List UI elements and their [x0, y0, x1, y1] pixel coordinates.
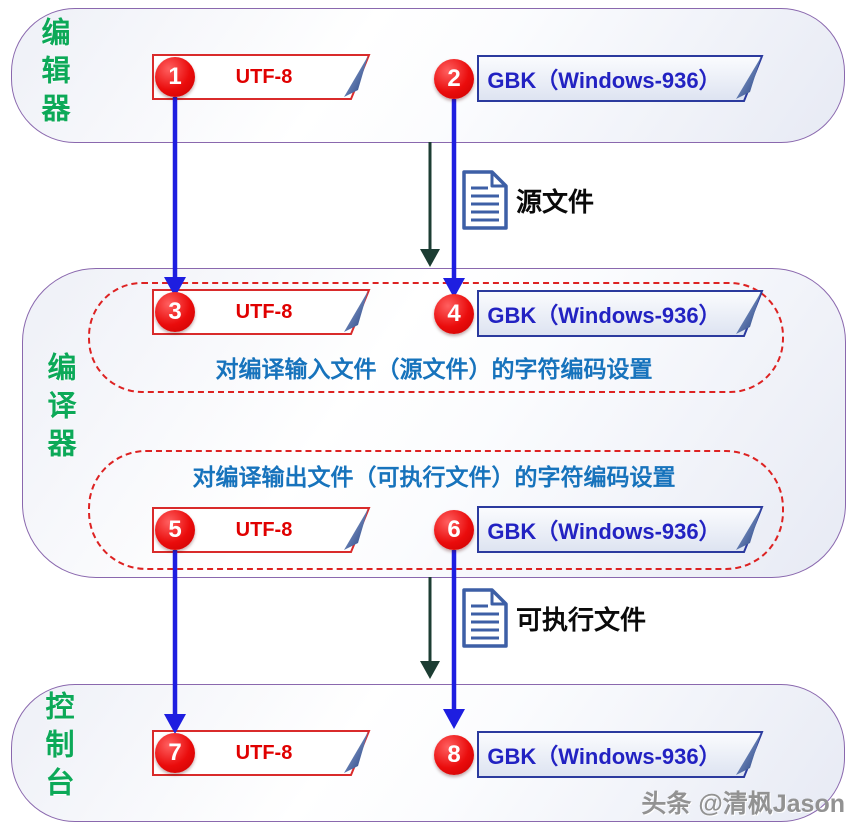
encoding-label-utf8: UTF-8	[235, 300, 293, 323]
step-badge-5: 5	[155, 510, 195, 550]
banner-shape	[477, 506, 764, 553]
banner-shape	[152, 54, 371, 100]
encoding-label-gbk: GBK（Windows-936）	[487, 302, 721, 328]
compiler-label: 编译器	[43, 352, 75, 466]
encoding-label-gbk: GBK（Windows-936）	[487, 67, 721, 93]
banner-editor-utf8: 1 UTF-8	[152, 54, 371, 100]
compiler-output-group	[88, 450, 784, 570]
compiler-input-caption: 对编译输入文件（源文件）的字符编码设置	[215, 356, 653, 382]
encoding-label-utf8: UTF-8	[235, 518, 293, 541]
document-icon	[462, 170, 508, 230]
banner-compiler-output-gbk: 6 GBK（Windows-936）	[434, 506, 764, 553]
banner-compiler-output-utf8: 5 UTF-8	[152, 507, 371, 553]
encoding-label-gbk: GBK（Windows-936）	[487, 743, 721, 769]
banner-editor-gbk: 2 GBK（Windows-936）	[434, 55, 764, 102]
banner-shape	[152, 507, 371, 553]
banner-shape	[477, 731, 764, 778]
compiler-output-caption: 对编译输出文件（可执行文件）的字符编码设置	[192, 464, 676, 490]
banner-shape	[477, 290, 764, 337]
console-label: 控制台	[41, 691, 73, 805]
step-badge-3: 3	[155, 292, 195, 332]
banner-compiler-input-gbk: 4 GBK（Windows-936）	[434, 290, 764, 337]
banner-shape	[152, 730, 371, 776]
banner-shape	[152, 289, 371, 335]
banner-console-utf8: 7 UTF-8	[152, 730, 371, 776]
step-badge-4: 4	[434, 294, 474, 334]
banner-compiler-input-utf8: 3 UTF-8	[152, 289, 371, 335]
arrowhead-editor-to-compiler	[420, 249, 440, 267]
watermark: 头条 @清枫Jason	[641, 790, 845, 818]
executable-file-artifact: 可执行文件	[462, 588, 646, 648]
step-badge-1: 1	[155, 57, 195, 97]
banner-console-gbk: 8 GBK（Windows-936）	[434, 731, 764, 778]
arrowhead-compiler-to-console	[420, 661, 440, 679]
banner-shape	[477, 55, 764, 102]
editor-label: 编辑器	[37, 17, 69, 131]
source-file-label: 源文件	[516, 186, 595, 217]
source-file-artifact: 源文件	[462, 170, 594, 230]
encoding-label-gbk: GBK（Windows-936）	[487, 518, 721, 544]
document-icon	[462, 588, 508, 648]
encoding-label-utf8: UTF-8	[235, 65, 293, 88]
encoding-label-utf8: UTF-8	[235, 741, 293, 764]
step-badge-6: 6	[434, 510, 474, 550]
compiler-input-group	[88, 282, 784, 393]
step-badge-8: 8	[434, 735, 474, 775]
step-badge-2: 2	[434, 59, 474, 99]
step-badge-7: 7	[155, 733, 195, 773]
executable-file-label: 可执行文件	[516, 604, 647, 635]
